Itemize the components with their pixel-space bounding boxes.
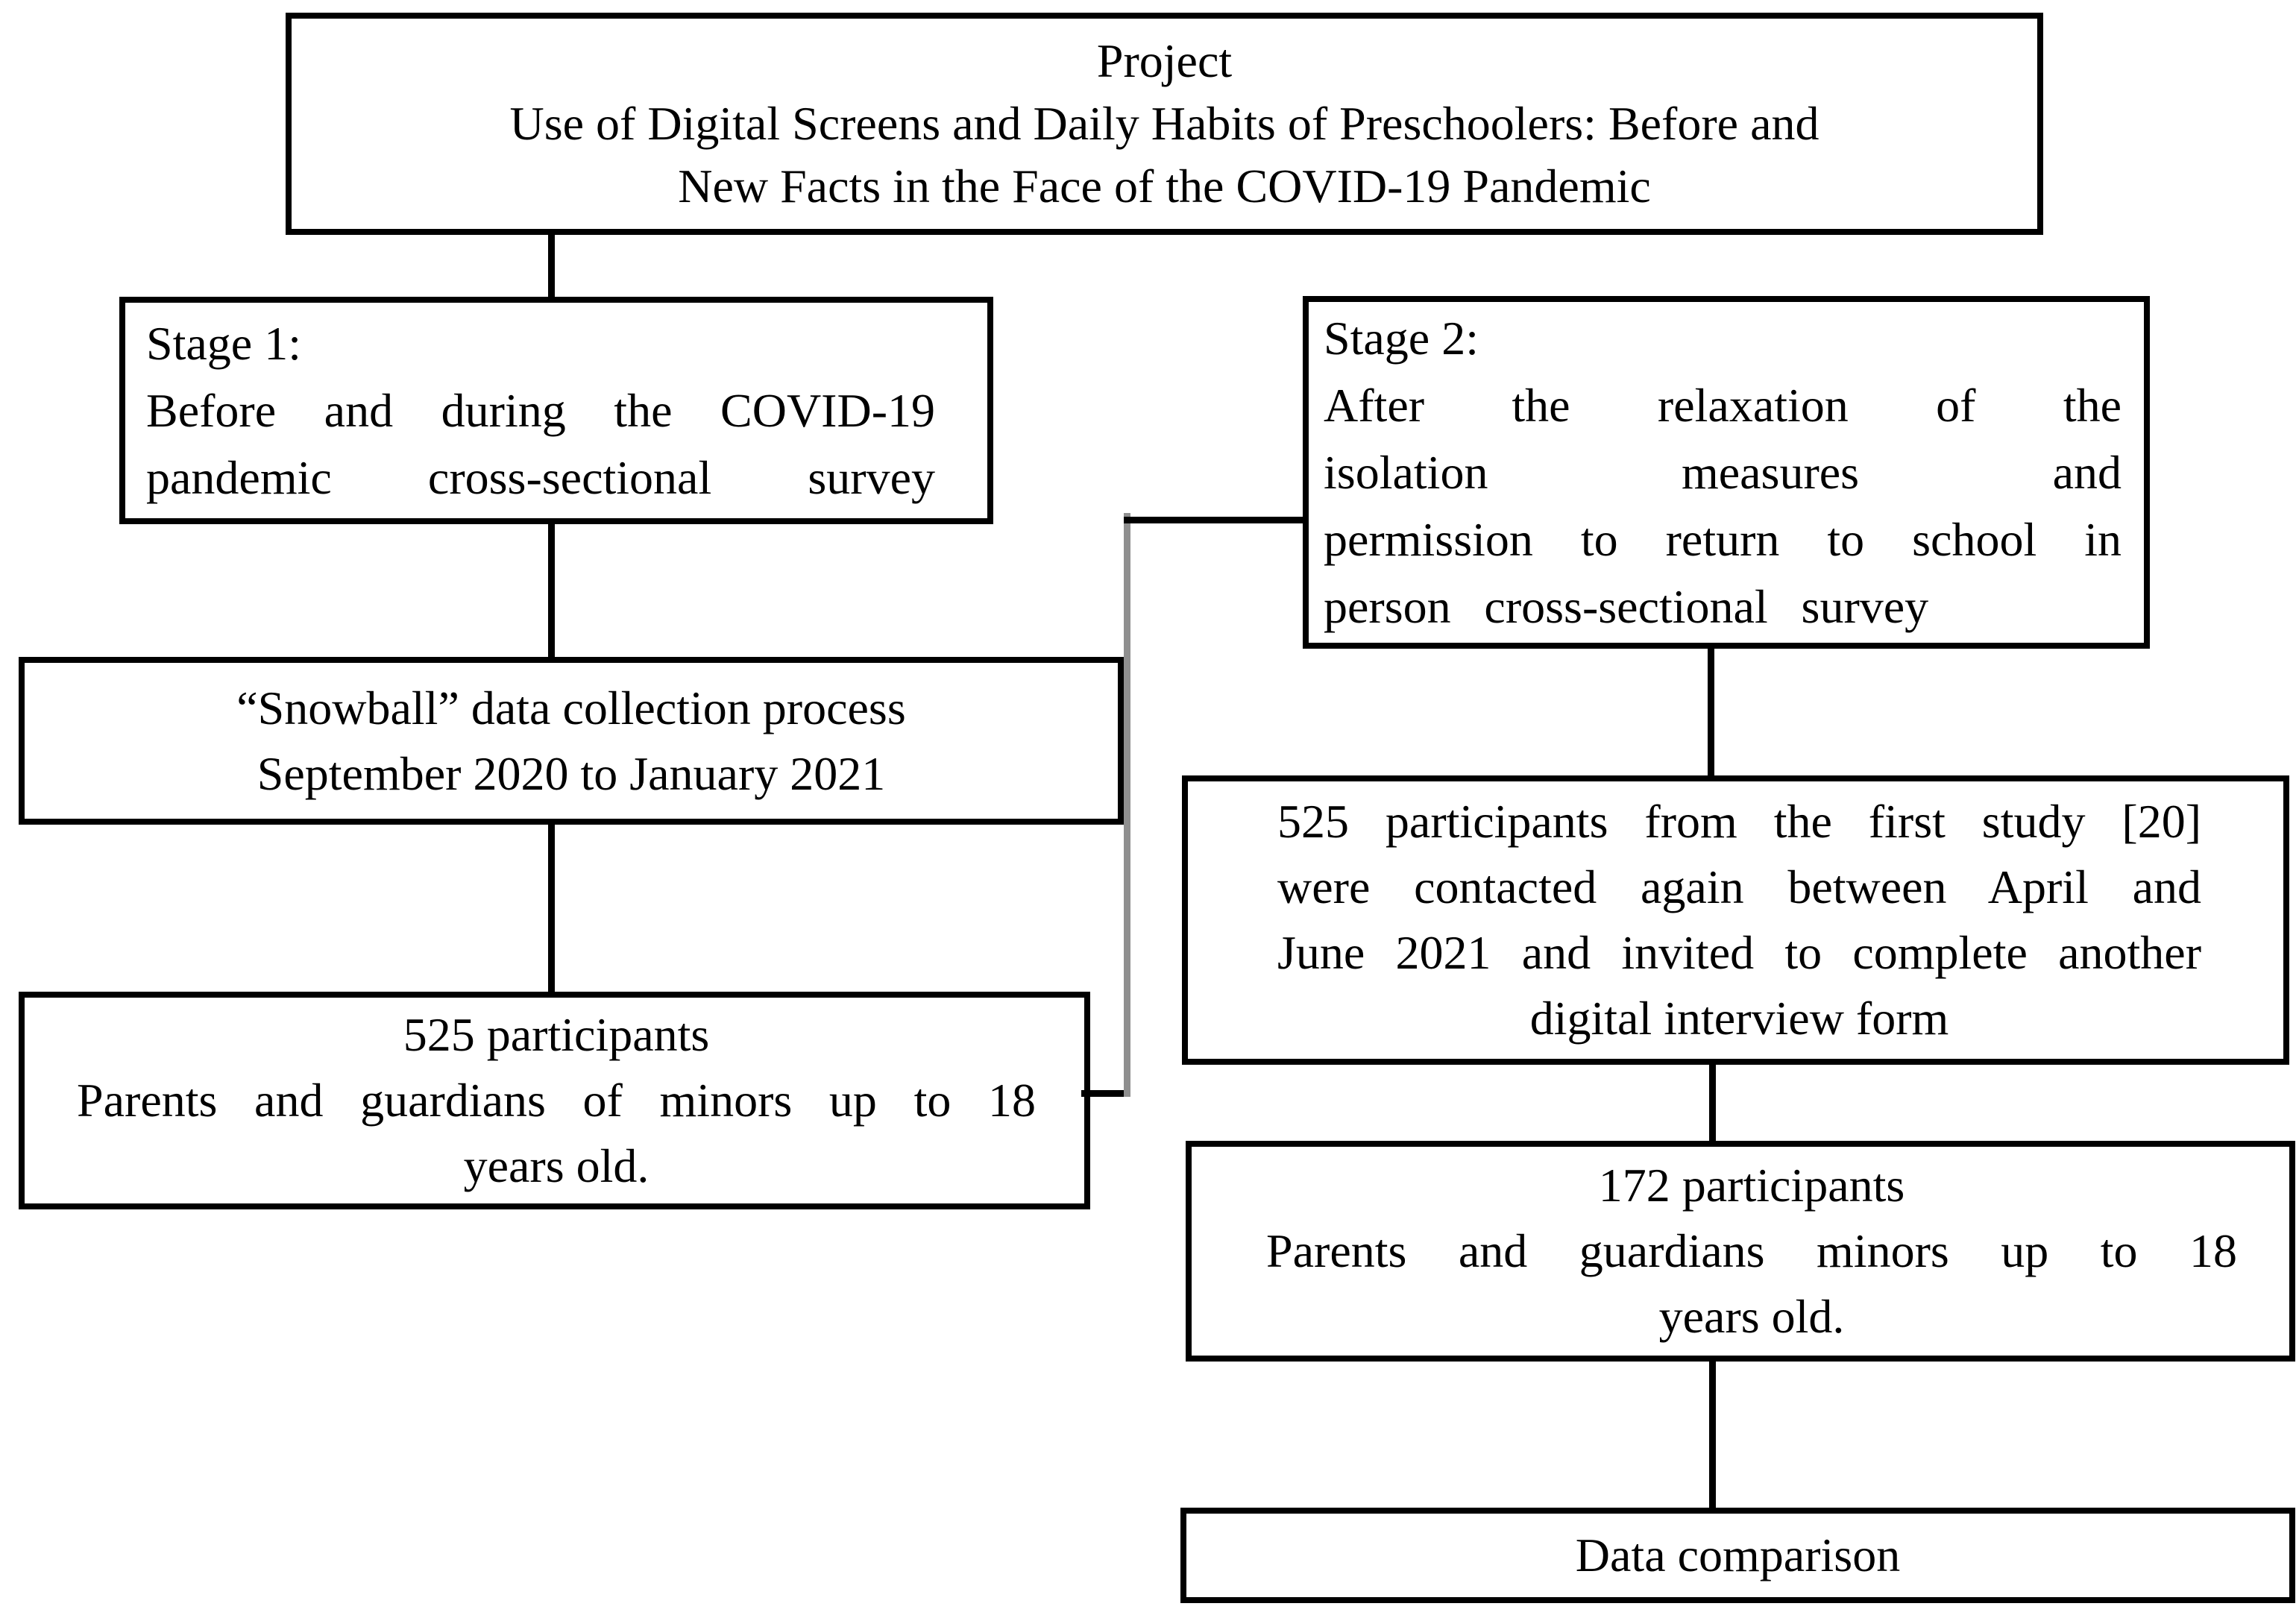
connector-participants525-stage2-horizontal-bottom xyxy=(1081,1090,1130,1097)
connector-participants172-datacomparison xyxy=(1709,1359,1716,1511)
participants-172-line: 172 participants xyxy=(1598,1159,1905,1212)
stage2-line: permission to return to school in xyxy=(1324,512,2122,566)
stage2-line: Stage 2: xyxy=(1324,311,1479,365)
connector-participants525-stage2-horizontal-top xyxy=(1124,517,1309,523)
participants-525-stage1-box: 525 participants Parents and guardians o… xyxy=(19,992,1090,1209)
snowball-line: “Snowball” data collection process xyxy=(236,681,906,734)
recontact-525-line: June 2021 and invited to complete anothe… xyxy=(1277,926,2201,979)
stage2-box: Stage 2: After the relaxation of the iso… xyxy=(1303,296,2150,649)
project-line: New Facts in the Face of the COVID-19 Pa… xyxy=(678,160,1651,213)
project-box: Project Use of Digital Screens and Daily… xyxy=(286,13,2043,235)
connector-recontact525-participants172 xyxy=(1709,1061,1716,1145)
snowball-box: “Snowball” data collection process Septe… xyxy=(19,657,1124,825)
snowball-line: September 2020 to January 2021 xyxy=(257,746,886,800)
stage2-line: After the relaxation of the xyxy=(1324,378,2122,432)
stage2-line: isolation measures and xyxy=(1324,445,2122,499)
stage1-line: Stage 1: xyxy=(146,316,301,370)
stage1-line: Before and during the COVID-19 xyxy=(146,383,935,437)
participants-172-line: Parents and guardians minors up to 18 xyxy=(1266,1224,2237,1277)
project-line: Project xyxy=(1096,34,1233,87)
connector-participants525-stage2-vertical-riser xyxy=(1124,513,1130,1097)
participants-525-line: years old. xyxy=(463,1139,650,1192)
recontact-525-stage2-box: 525 participants from the first study [2… xyxy=(1182,775,2289,1065)
connector-project-stage1 xyxy=(548,232,555,300)
participants-525-line: 525 participants xyxy=(403,1008,710,1061)
data-comparison-box: Data comparison xyxy=(1180,1508,2295,1603)
connector-stage2-recontact525 xyxy=(1708,645,1714,779)
stage1-box: Stage 1: Before and during the COVID-19 … xyxy=(119,297,993,524)
data-comparison-line: Data comparison xyxy=(1575,1529,1901,1581)
participants-525-line: Parents and guardians of minors up to 18 xyxy=(77,1074,1036,1127)
recontact-525-line: were contacted again between April and xyxy=(1277,860,2201,913)
participants-172-line: years old. xyxy=(1658,1290,1845,1343)
connector-stage1-snowball xyxy=(548,520,555,661)
stage2-line: person cross-sectional survey xyxy=(1324,579,1929,633)
stage1-line: pandemic cross-sectional survey xyxy=(146,450,935,504)
participants-172-stage2-box: 172 participants Parents and guardians m… xyxy=(1186,1141,2295,1362)
project-line: Use of Digital Screens and Daily Habits … xyxy=(509,97,1819,150)
recontact-525-line: 525 participants from the first study [2… xyxy=(1277,795,2201,848)
recontact-525-line: digital interview form xyxy=(1529,992,1949,1045)
connector-snowball-participants525 xyxy=(548,821,555,995)
